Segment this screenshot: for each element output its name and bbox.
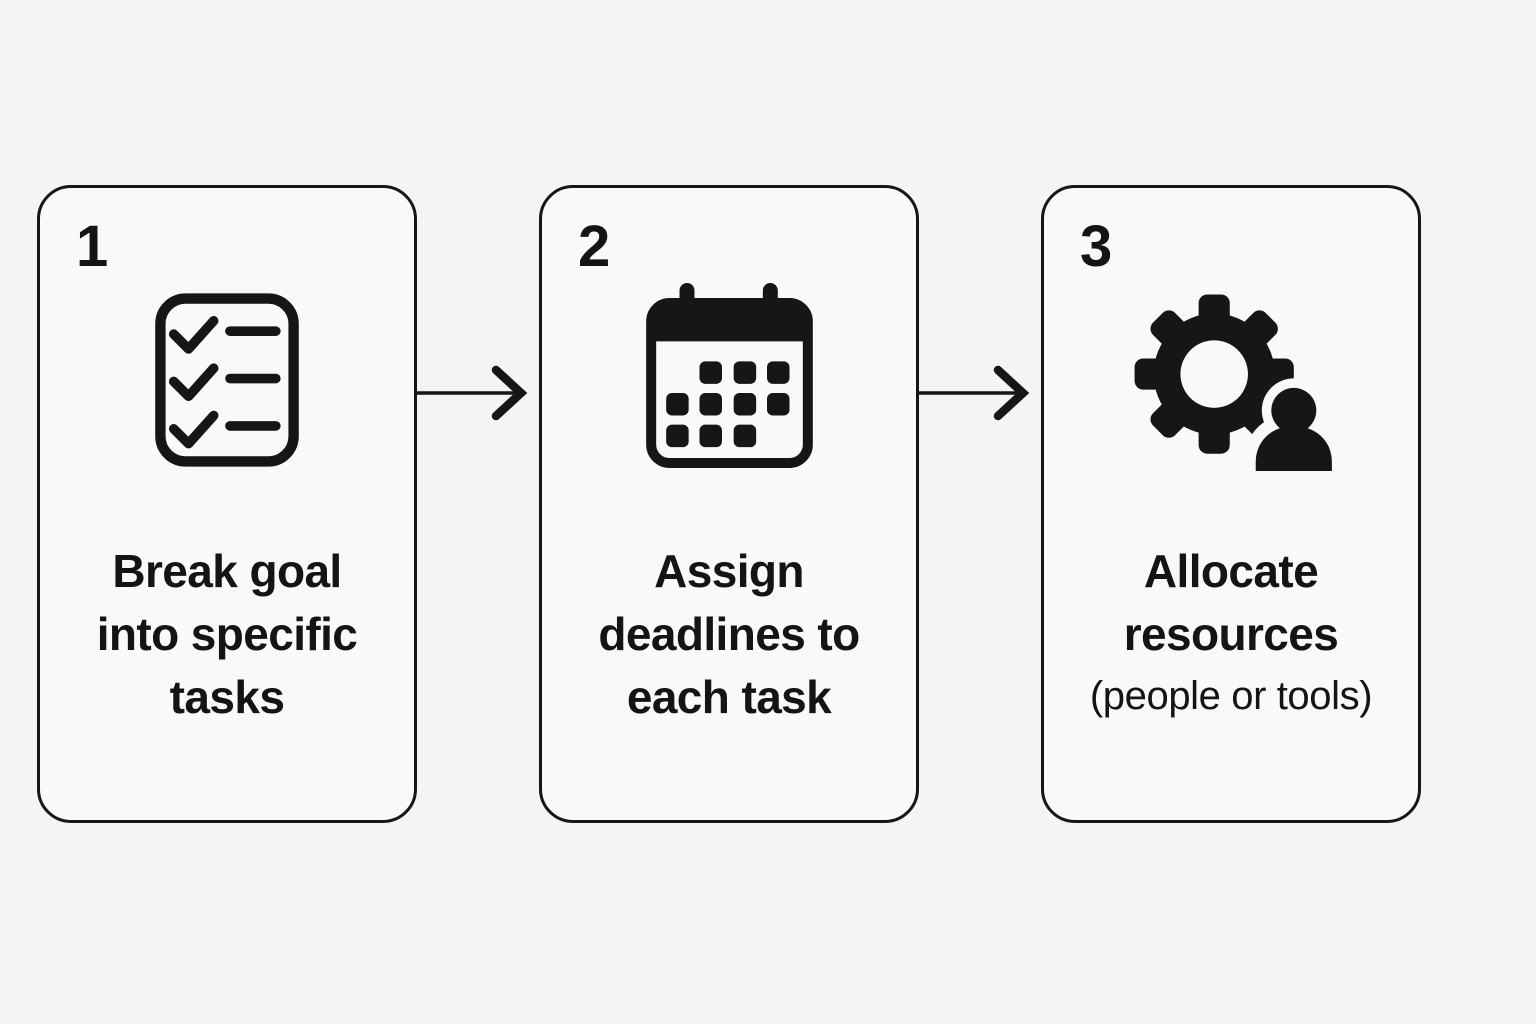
step-title-line: Assign — [654, 545, 804, 597]
step-title-line: Allocate — [1143, 545, 1319, 597]
step-title-line: into specific — [96, 608, 358, 660]
checklist-icon — [40, 291, 414, 469]
arrow-right-icon — [417, 361, 539, 425]
step-number: 1 — [76, 214, 108, 279]
step-number: 2 — [578, 214, 610, 279]
step-title: Allocate resources (people or tools) — [1050, 540, 1412, 726]
step-title-line: tasks — [169, 671, 285, 723]
step-title: Assign deadlines to each task — [548, 540, 910, 729]
step-title-line: deadlines to — [598, 608, 860, 660]
step-subtitle: (people or tools) — [1089, 674, 1373, 718]
step-title-line: each task — [626, 671, 832, 723]
step-card-2: 2 Assign deadlines to each — [539, 185, 919, 823]
step-title-line: resources — [1123, 608, 1339, 660]
step-number: 3 — [1080, 214, 1112, 279]
gear-person-icon — [1044, 291, 1418, 471]
step-title-line: Break goal — [112, 545, 342, 597]
step-card-1: 1 Break goal into specific tasks — [37, 185, 417, 823]
calendar-icon — [542, 283, 916, 468]
arrow-right-icon — [919, 361, 1041, 425]
step-card-3: 3 — [1041, 185, 1421, 823]
step-title: Break goal into specific tasks — [46, 540, 408, 729]
